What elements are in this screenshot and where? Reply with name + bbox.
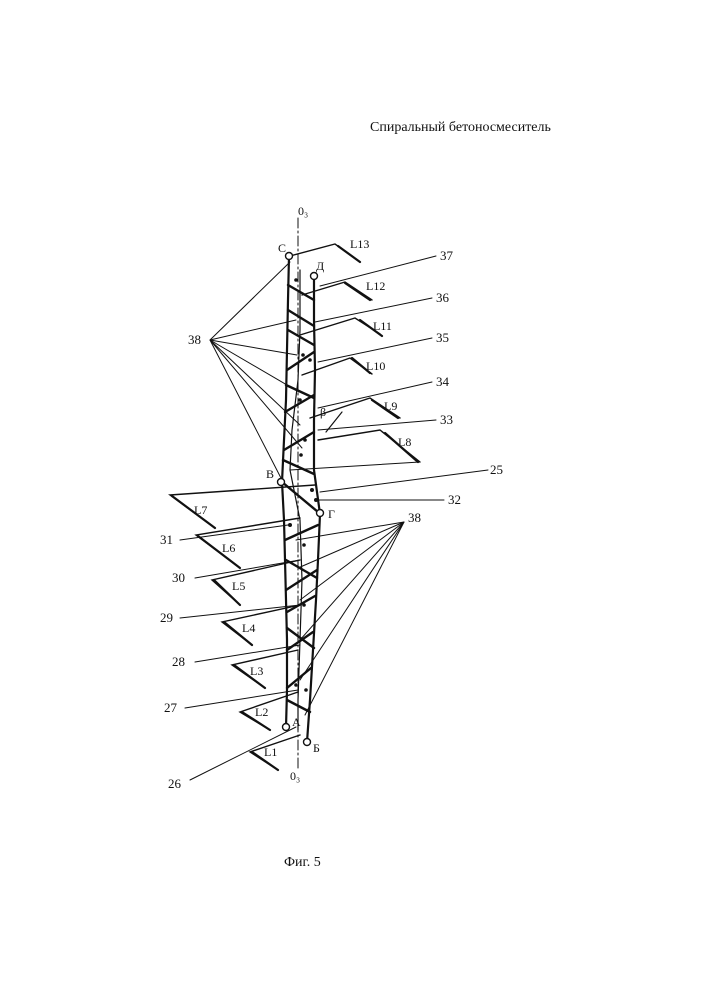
axis-label-bottom: 0₃ <box>290 769 300 783</box>
ref-number-33: 33 <box>440 412 453 427</box>
ref-number-26: 26 <box>168 776 182 791</box>
point-a-label: А <box>292 715 301 729</box>
point-b-label: Б <box>313 741 320 755</box>
ref-number-31: 31 <box>160 532 173 547</box>
spiral-outer-edge-left <box>282 256 289 727</box>
point-v-label: В <box>266 467 274 481</box>
point-g-marker <box>317 510 324 517</box>
segment-label-l11: L11 <box>373 319 392 333</box>
ref-number-27: 27 <box>164 700 178 715</box>
segment-label-l13: L13 <box>350 237 369 251</box>
segment-label-l4: L4 <box>242 621 255 635</box>
segment-label-l9: L9 <box>384 399 397 413</box>
ref-number-35: 35 <box>436 330 449 345</box>
point-d-label: Д <box>316 259 324 273</box>
axis-label-top: 0₃ <box>298 204 308 218</box>
point-a-marker <box>283 724 290 731</box>
segment-label-l5: L5 <box>232 579 245 593</box>
ref-number-37: 37 <box>440 248 454 263</box>
ref-number-29: 29 <box>160 610 173 625</box>
ref-number-25: 25 <box>490 462 503 477</box>
segment-label-l3: L3 <box>250 664 263 678</box>
ref-number-34: 34 <box>436 374 450 389</box>
figure-caption: Фиг. 5 <box>284 855 321 871</box>
ref-number-32: 32 <box>448 492 461 507</box>
ref-number-38-lower: 38 <box>408 510 421 525</box>
point-b-marker <box>304 739 311 746</box>
segment-label-l10: L10 <box>366 359 385 373</box>
segment-label-l12: L12 <box>366 279 385 293</box>
segment-label-l1: L1 <box>264 745 277 759</box>
ref-number-28: 28 <box>172 654 185 669</box>
segment-label-l8: L8 <box>398 435 411 449</box>
point-c-label: С <box>278 241 286 255</box>
ref-number-36: 36 <box>436 290 450 305</box>
angle-beta-label: β <box>320 405 326 419</box>
point-d-marker <box>311 273 318 280</box>
segment-label-l7: L7 <box>194 503 207 517</box>
point-g-label: Г <box>328 507 335 521</box>
ref-number-38-upper: 38 <box>188 332 201 347</box>
point-c-marker <box>286 253 293 260</box>
segment-label-l6: L6 <box>222 541 235 555</box>
spiral-inner-edge <box>290 270 302 730</box>
segment-label-l2: L2 <box>255 705 268 719</box>
ref-number-30: 30 <box>172 570 185 585</box>
point-v-marker <box>278 479 285 486</box>
